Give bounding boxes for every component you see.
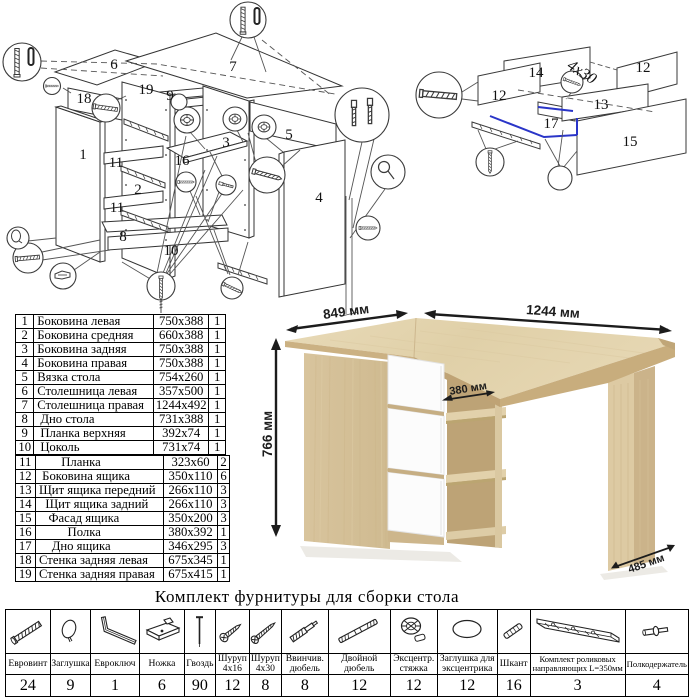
svg-text:10: 10 bbox=[164, 243, 179, 259]
svg-text:5: 5 bbox=[285, 127, 293, 143]
svg-text:11: 11 bbox=[110, 200, 124, 216]
svg-text:766 мм: 766 мм bbox=[260, 411, 275, 457]
svg-text:18: 18 bbox=[77, 91, 92, 107]
svg-text:17: 17 bbox=[544, 116, 560, 132]
svg-text:12: 12 bbox=[636, 60, 651, 76]
svg-text:8: 8 bbox=[119, 229, 127, 245]
svg-text:6: 6 bbox=[110, 57, 118, 73]
svg-text:15: 15 bbox=[623, 134, 638, 150]
svg-text:16: 16 bbox=[175, 153, 191, 169]
svg-text:14: 14 bbox=[529, 65, 545, 81]
svg-text:380 мм: 380 мм bbox=[449, 380, 488, 398]
svg-text:19: 19 bbox=[139, 82, 154, 98]
svg-text:9: 9 bbox=[166, 88, 174, 104]
svg-text:849 мм: 849 мм bbox=[322, 301, 370, 322]
svg-text:2: 2 bbox=[134, 182, 142, 198]
svg-text:13: 13 bbox=[594, 97, 609, 113]
svg-text:3: 3 bbox=[222, 135, 230, 151]
svg-text:11: 11 bbox=[109, 155, 123, 171]
svg-text:1244 мм: 1244 мм bbox=[526, 302, 581, 321]
svg-text:4: 4 bbox=[315, 190, 323, 206]
svg-text:1: 1 bbox=[79, 147, 87, 163]
svg-text:7: 7 bbox=[229, 59, 237, 75]
svg-text:12: 12 bbox=[492, 88, 507, 104]
